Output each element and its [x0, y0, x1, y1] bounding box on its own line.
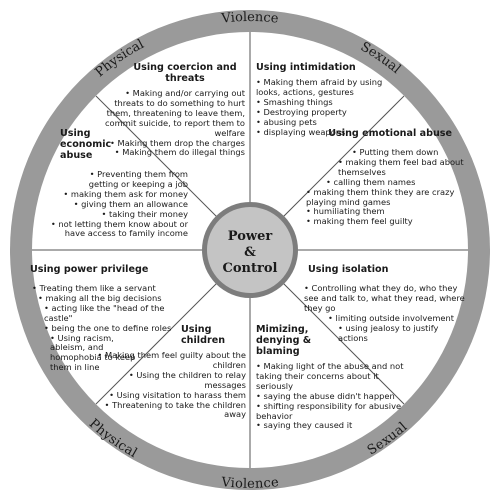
list-item: Putting them down [302, 147, 470, 158]
list-item: humiliating them [302, 207, 470, 217]
list-item: Smashing things [256, 97, 401, 108]
list-item: shifting responsibility for abusive beha… [256, 401, 406, 422]
hub [207, 207, 293, 293]
svg-text:Violence: Violence [220, 10, 280, 27]
list-item: Making them feel guilty about the childr… [96, 350, 246, 371]
section-privilege: Using power privilege Treating them like… [30, 264, 180, 373]
section-privilege-title: Using power privilege [30, 264, 149, 275]
section-minimizing-title: Mimizing, denying & blaming [256, 324, 312, 357]
list-item: Making them drop the charges [105, 138, 245, 149]
list-item: calling them names [302, 177, 470, 188]
list-item: using jealosy to justify actions [300, 323, 470, 344]
section-intimidation-title: Using intimidation [256, 62, 356, 73]
list-item: not letting them know about or have acce… [30, 219, 188, 240]
section-coercion-list: Making and/or carrying out threats to do… [105, 88, 245, 158]
list-item: Using the children to relay messages [96, 370, 246, 391]
list-item: Preventing them from getting or keeping … [30, 169, 188, 190]
svg-text:Violence: Violence [220, 475, 280, 492]
list-item: Making them do illegal things [105, 148, 245, 158]
list-item: Making them afraid by using looks, actio… [256, 77, 401, 98]
list-item: limiting outside involvement [300, 313, 470, 324]
section-isolation: Using isolation Controlling what they do… [300, 264, 470, 343]
list-item: acting like the "head of the castle" [30, 303, 180, 324]
section-economic: Using economic abuse Preventing them fro… [30, 128, 188, 239]
list-item: taking their money [30, 209, 188, 220]
section-economic-list: Preventing them from getting or keeping … [30, 169, 188, 240]
hub-title-amp: & [244, 245, 256, 260]
list-item: Treating them like a servant [30, 283, 180, 294]
list-item: Making light of the abuse and not taking… [256, 361, 406, 392]
section-privilege-list: Treating them like a servant making all … [30, 283, 180, 374]
list-item: making them ask for money [30, 189, 188, 200]
list-item: Using visitation to harass them [96, 390, 246, 401]
section-coercion: Using coercion and threats Making and/or… [105, 62, 245, 158]
list-item: giving them an allowance [30, 199, 188, 210]
list-item: displaying weapons [256, 127, 401, 138]
section-economic-title: Using economic abuse [60, 128, 112, 161]
section-emotional-list: Putting them down making them feel bad a… [302, 147, 470, 227]
list-item: making them feel bad about themselves [302, 157, 470, 178]
hub-title-control: Control [223, 261, 278, 276]
hub-title-power: Power [228, 229, 273, 244]
section-minimizing-list: Making light of the abuse and not taking… [256, 361, 406, 431]
section-intimidation-list: Making them afraid by using looks, actio… [256, 77, 401, 138]
section-children: Using children Making them feel guilty a… [96, 324, 246, 420]
section-minimizing: Mimizing, denying & blaming Making light… [256, 324, 406, 431]
rim-top-violence: Violence [220, 10, 280, 27]
list-item: Controlling what they do, who they see a… [300, 283, 470, 314]
list-item: making them think they are crazy playing… [302, 187, 470, 208]
rim-bottom-violence: Violence [220, 475, 280, 492]
list-item: being the one to define roles [30, 323, 180, 334]
section-isolation-list: Controlling what they do, who they see a… [300, 283, 470, 344]
list-item: Using racism, ableism, and homophobia to… [30, 333, 150, 374]
section-emotional-title: Using emotional abuse [328, 128, 452, 139]
list-item: making all the big decisions [30, 293, 180, 304]
section-intimidation: Using intimidation Making them afraid by… [256, 62, 401, 137]
list-item: making them feel guilty [302, 216, 470, 227]
section-emotional: Using emotional abuse Putting them down … [302, 128, 470, 227]
list-item: Making and/or carrying out threats to do… [105, 88, 245, 139]
list-item: Threatening to take the children away [96, 400, 246, 421]
list-item: saying they caused it [256, 421, 406, 431]
section-isolation-title: Using isolation [308, 264, 389, 275]
list-item: abusing pets [256, 117, 401, 128]
section-coercion-title: Using coercion and threats [133, 62, 237, 84]
list-item: Destroying property [256, 107, 401, 118]
list-item: saying the abuse didn't happen [256, 391, 406, 402]
section-children-title: Using children [181, 324, 226, 346]
section-children-list: Making them feel guilty about the childr… [96, 350, 246, 421]
